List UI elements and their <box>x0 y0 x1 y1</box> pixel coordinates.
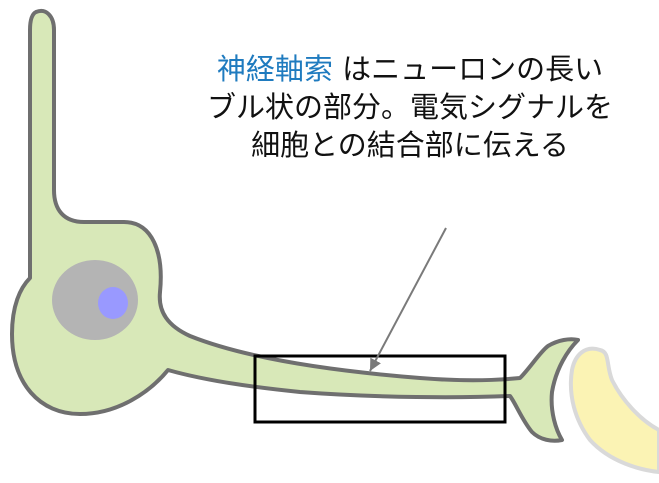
pointer-arrow <box>369 227 447 372</box>
caption-line-3: 細胞との結合部に伝える <box>251 128 569 162</box>
nucleolus <box>98 287 128 319</box>
neuron-body <box>10 9 580 443</box>
caption-line-1-rest: はニューロンの長い <box>332 52 604 86</box>
target-cell <box>568 346 659 475</box>
axon-highlight-box <box>253 354 507 424</box>
caption-line-1: 神経軸索 はニューロンの長い <box>130 50 659 88</box>
nucleus <box>52 260 138 340</box>
caption-line-2: ブル状の部分。電気シグナルを <box>206 90 613 124</box>
axon-term: 神経軸索 <box>216 52 333 86</box>
axon-description-caption: 神経軸索 はニューロンの長い ブル状の部分。電気シグナルを 細胞との結合部に伝え… <box>130 50 659 164</box>
